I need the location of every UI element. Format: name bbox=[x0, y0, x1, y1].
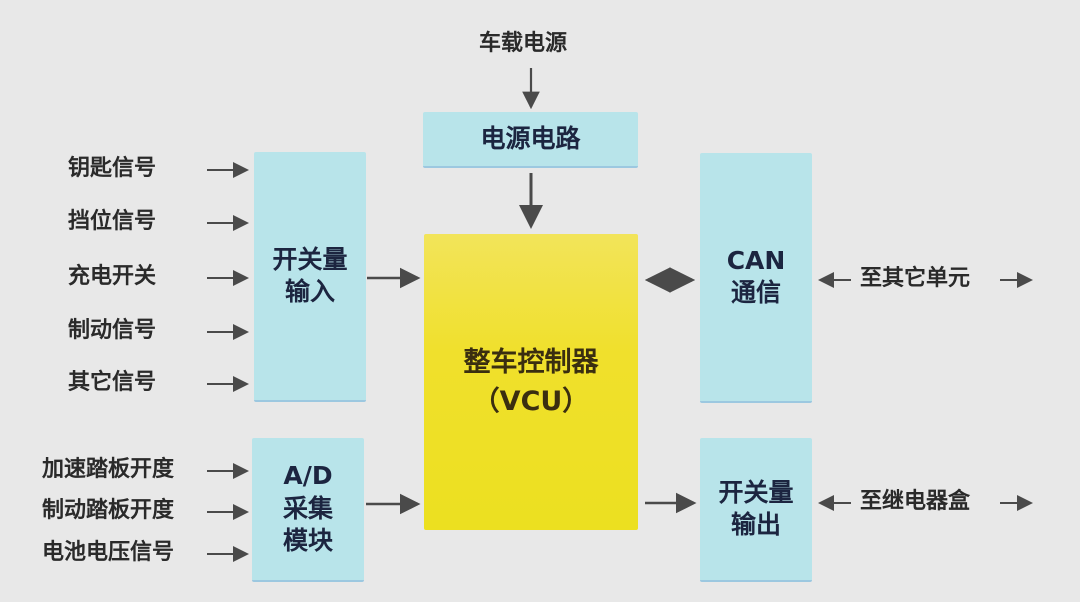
can-target-label: 至其它单元 bbox=[860, 266, 971, 291]
ad-module-label-line2: 采集 bbox=[282, 493, 333, 523]
vcu-label-line2: （VCU） bbox=[472, 386, 590, 417]
ad-module-label-line1: A/D bbox=[283, 461, 333, 491]
switch-input-label-line2: 输入 bbox=[284, 277, 335, 306]
vcu-label-line1: 整车控制器 bbox=[463, 346, 599, 378]
switch-output-label-line1: 开关量 bbox=[718, 477, 794, 507]
signal-label: 钥匙信号 bbox=[68, 156, 157, 181]
can-label-line2: 通信 bbox=[730, 278, 781, 307]
signal-label: 充电开关 bbox=[68, 264, 157, 289]
can-label-line1: CAN bbox=[726, 245, 786, 275]
power-source-label: 车载电源 bbox=[479, 31, 568, 56]
switch-output-label-line2: 输出 bbox=[730, 510, 781, 539]
signal-label: 其它信号 bbox=[68, 370, 157, 395]
power-circuit-box: 电源电路 bbox=[423, 112, 638, 168]
switch-input-box: 开关量 输入 bbox=[254, 152, 366, 402]
switch-input-label-line1: 开关量 bbox=[272, 244, 348, 274]
ad-signal-label: 制动踏板开度 bbox=[42, 498, 175, 523]
ad-module-box: A/D 采集 模块 bbox=[252, 438, 364, 582]
ad-module-label-line3: 模块 bbox=[282, 526, 333, 556]
switch-output-box: 开关量 输出 bbox=[700, 438, 812, 582]
can-communication-box: CAN 通信 bbox=[700, 153, 812, 403]
signal-label: 制动信号 bbox=[68, 318, 157, 343]
vcu-box: 整车控制器 （VCU） bbox=[424, 234, 638, 530]
ad-signal-label: 加速踏板开度 bbox=[42, 457, 175, 482]
power-circuit-label: 电源电路 bbox=[480, 123, 581, 153]
ad-signal-label: 电池电压信号 bbox=[42, 540, 175, 565]
switch-output-target-label: 至继电器盒 bbox=[860, 489, 971, 514]
signal-label: 挡位信号 bbox=[68, 209, 157, 234]
